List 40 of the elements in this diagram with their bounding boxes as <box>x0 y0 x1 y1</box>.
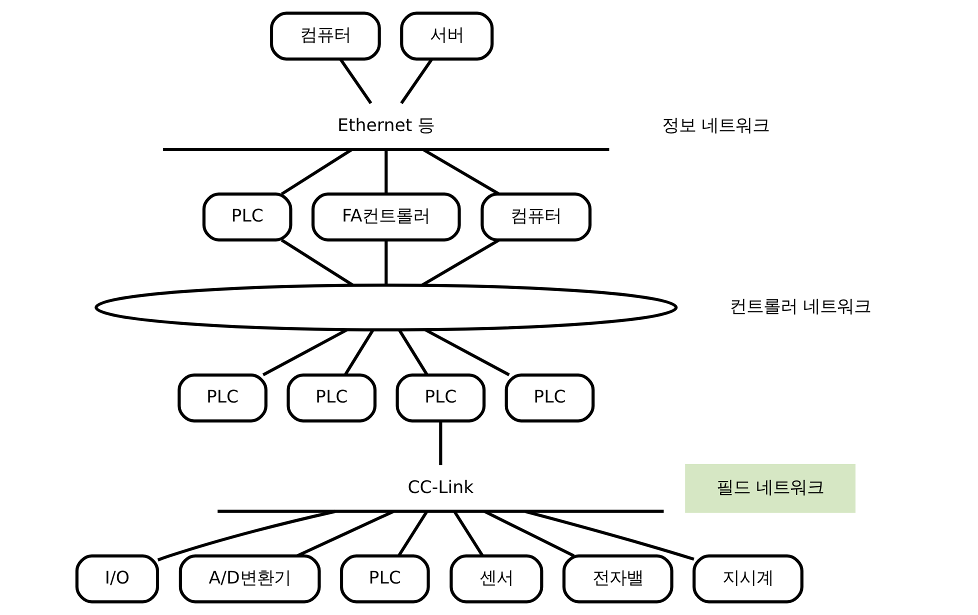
connector <box>157 510 336 562</box>
node-box: 필드 네트워크 <box>685 464 856 513</box>
node-text: Ethernet 등 <box>338 116 435 136</box>
label: 컨트롤러 네트워크 <box>729 297 871 318</box>
connector <box>424 328 510 376</box>
connector <box>296 510 394 558</box>
label: 정보 네트워크 <box>662 116 770 136</box>
connector <box>262 328 348 376</box>
connector <box>422 148 500 196</box>
node-box: PLC <box>286 374 377 422</box>
connector <box>439 420 442 466</box>
connector <box>339 58 372 104</box>
node-ellipse <box>94 284 678 332</box>
node-box: 컴퓨터 <box>480 192 592 242</box>
connector <box>398 329 429 376</box>
node-box: 지시계 <box>692 554 804 604</box>
connector <box>421 238 500 286</box>
node-box: PLC <box>340 554 430 604</box>
node-box: PLC <box>178 374 268 422</box>
node-box: 서버 <box>400 12 494 61</box>
connector <box>344 329 374 376</box>
connector <box>484 510 575 558</box>
node-box: PLC <box>202 192 292 242</box>
connector <box>384 150 388 194</box>
node-box: 컴퓨터 <box>270 12 381 61</box>
connector <box>524 510 694 561</box>
node-box: A/D변환기 <box>178 554 321 604</box>
node-box: PLC <box>504 374 595 422</box>
node-box: 센서 <box>450 554 544 604</box>
connector <box>280 238 354 286</box>
node-text: CC-Link <box>408 478 474 498</box>
connector <box>453 510 484 556</box>
node-box: PLC <box>396 374 486 422</box>
connector <box>384 240 388 285</box>
connector <box>280 148 353 196</box>
connector <box>400 58 434 104</box>
node-box: FA컨트롤러 <box>311 192 461 242</box>
node-box: 전자밸 <box>562 554 674 604</box>
node-box: I/O <box>75 554 160 604</box>
connector <box>398 510 428 556</box>
